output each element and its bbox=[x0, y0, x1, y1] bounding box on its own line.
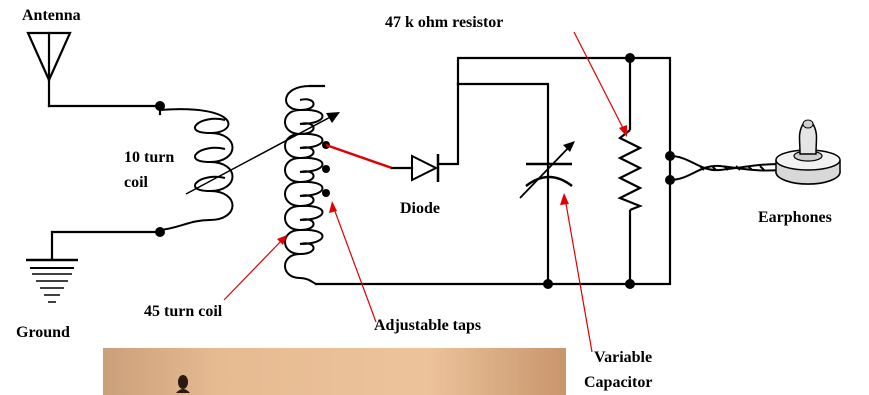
earphone-cord bbox=[669, 155, 781, 181]
antenna-icon bbox=[26, 31, 72, 108]
coil45-label: 45 turn coil bbox=[144, 303, 223, 320]
ground-label: Ground bbox=[16, 324, 70, 341]
coil10-label-line2: coil bbox=[124, 174, 149, 191]
capacitor-wire bbox=[456, 82, 550, 286]
antenna-label: Antenna bbox=[22, 7, 81, 24]
taps-pointer bbox=[329, 201, 377, 323]
photo-fragment bbox=[103, 348, 566, 395]
varcap-label-line1: Variable bbox=[594, 349, 652, 366]
diode-output-wire bbox=[438, 82, 460, 166]
ground-icon bbox=[26, 258, 78, 303]
tap-wire bbox=[325, 143, 393, 170]
resistor-label: 47 k ohm resistor bbox=[385, 14, 503, 31]
antenna-wire bbox=[47, 104, 162, 116]
varcap-pointer bbox=[560, 193, 593, 353]
tuning-arrow-icon bbox=[185, 112, 340, 195]
circuit-loop bbox=[314, 56, 672, 286]
junction-dots bbox=[543, 53, 675, 289]
junction-dot bbox=[155, 227, 165, 237]
coil-10-turn bbox=[159, 108, 234, 231]
ground-wire bbox=[50, 230, 162, 260]
diode-icon bbox=[411, 154, 440, 182]
earphone-icon bbox=[775, 119, 841, 185]
varcap-label-line2: Capacitor bbox=[584, 374, 652, 391]
variable-capacitor-icon bbox=[519, 141, 575, 199]
coil45-pointer bbox=[223, 235, 287, 301]
coil-45-turn bbox=[284, 84, 326, 285]
earphones-label: Earphones bbox=[758, 209, 832, 226]
junction-dot bbox=[155, 101, 165, 111]
resistor-icon bbox=[617, 129, 643, 212]
resistor-pointer bbox=[573, 31, 627, 137]
taps-label: Adjustable taps bbox=[374, 317, 481, 334]
coil10-label-line1: 10 turn bbox=[124, 149, 174, 166]
diode-label: Diode bbox=[400, 200, 440, 217]
